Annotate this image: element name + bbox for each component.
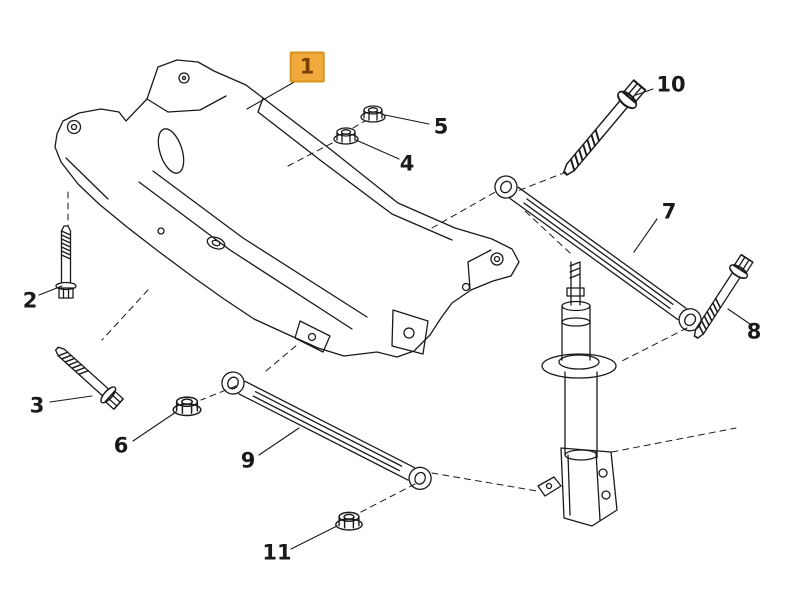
callout-6[interactable]: 6 [113, 433, 129, 458]
control-arm-drawing-7 [491, 172, 706, 335]
bolt-drawing-8 [686, 252, 757, 344]
callout-8[interactable]: 8 [746, 319, 762, 344]
bolt-drawing-3 [49, 340, 126, 413]
callout-2[interactable]: 2 [22, 288, 38, 313]
callout-5[interactable]: 5 [433, 114, 449, 139]
callout-11[interactable]: 11 [262, 540, 292, 565]
nut-drawing-6 [172, 396, 202, 417]
callout-1[interactable]: 1 [289, 51, 325, 83]
strut-drawing [538, 262, 617, 526]
callout-10[interactable]: 10 [656, 72, 686, 97]
callout-leader-lines [39, 81, 750, 549]
nut-drawing-11 [335, 511, 363, 531]
dashed-assembly-lines [68, 121, 736, 513]
callout-7[interactable]: 7 [661, 199, 677, 224]
callout-4[interactable]: 4 [399, 151, 415, 176]
subframe-drawing [55, 60, 519, 357]
callout-9[interactable]: 9 [240, 448, 256, 473]
callout-3[interactable]: 3 [29, 393, 45, 418]
bolt-drawing-10 [556, 77, 649, 182]
nut-drawing-4 [333, 127, 359, 145]
control-arm-drawing-9 [218, 368, 435, 493]
nut-drawing-5 [360, 105, 386, 123]
